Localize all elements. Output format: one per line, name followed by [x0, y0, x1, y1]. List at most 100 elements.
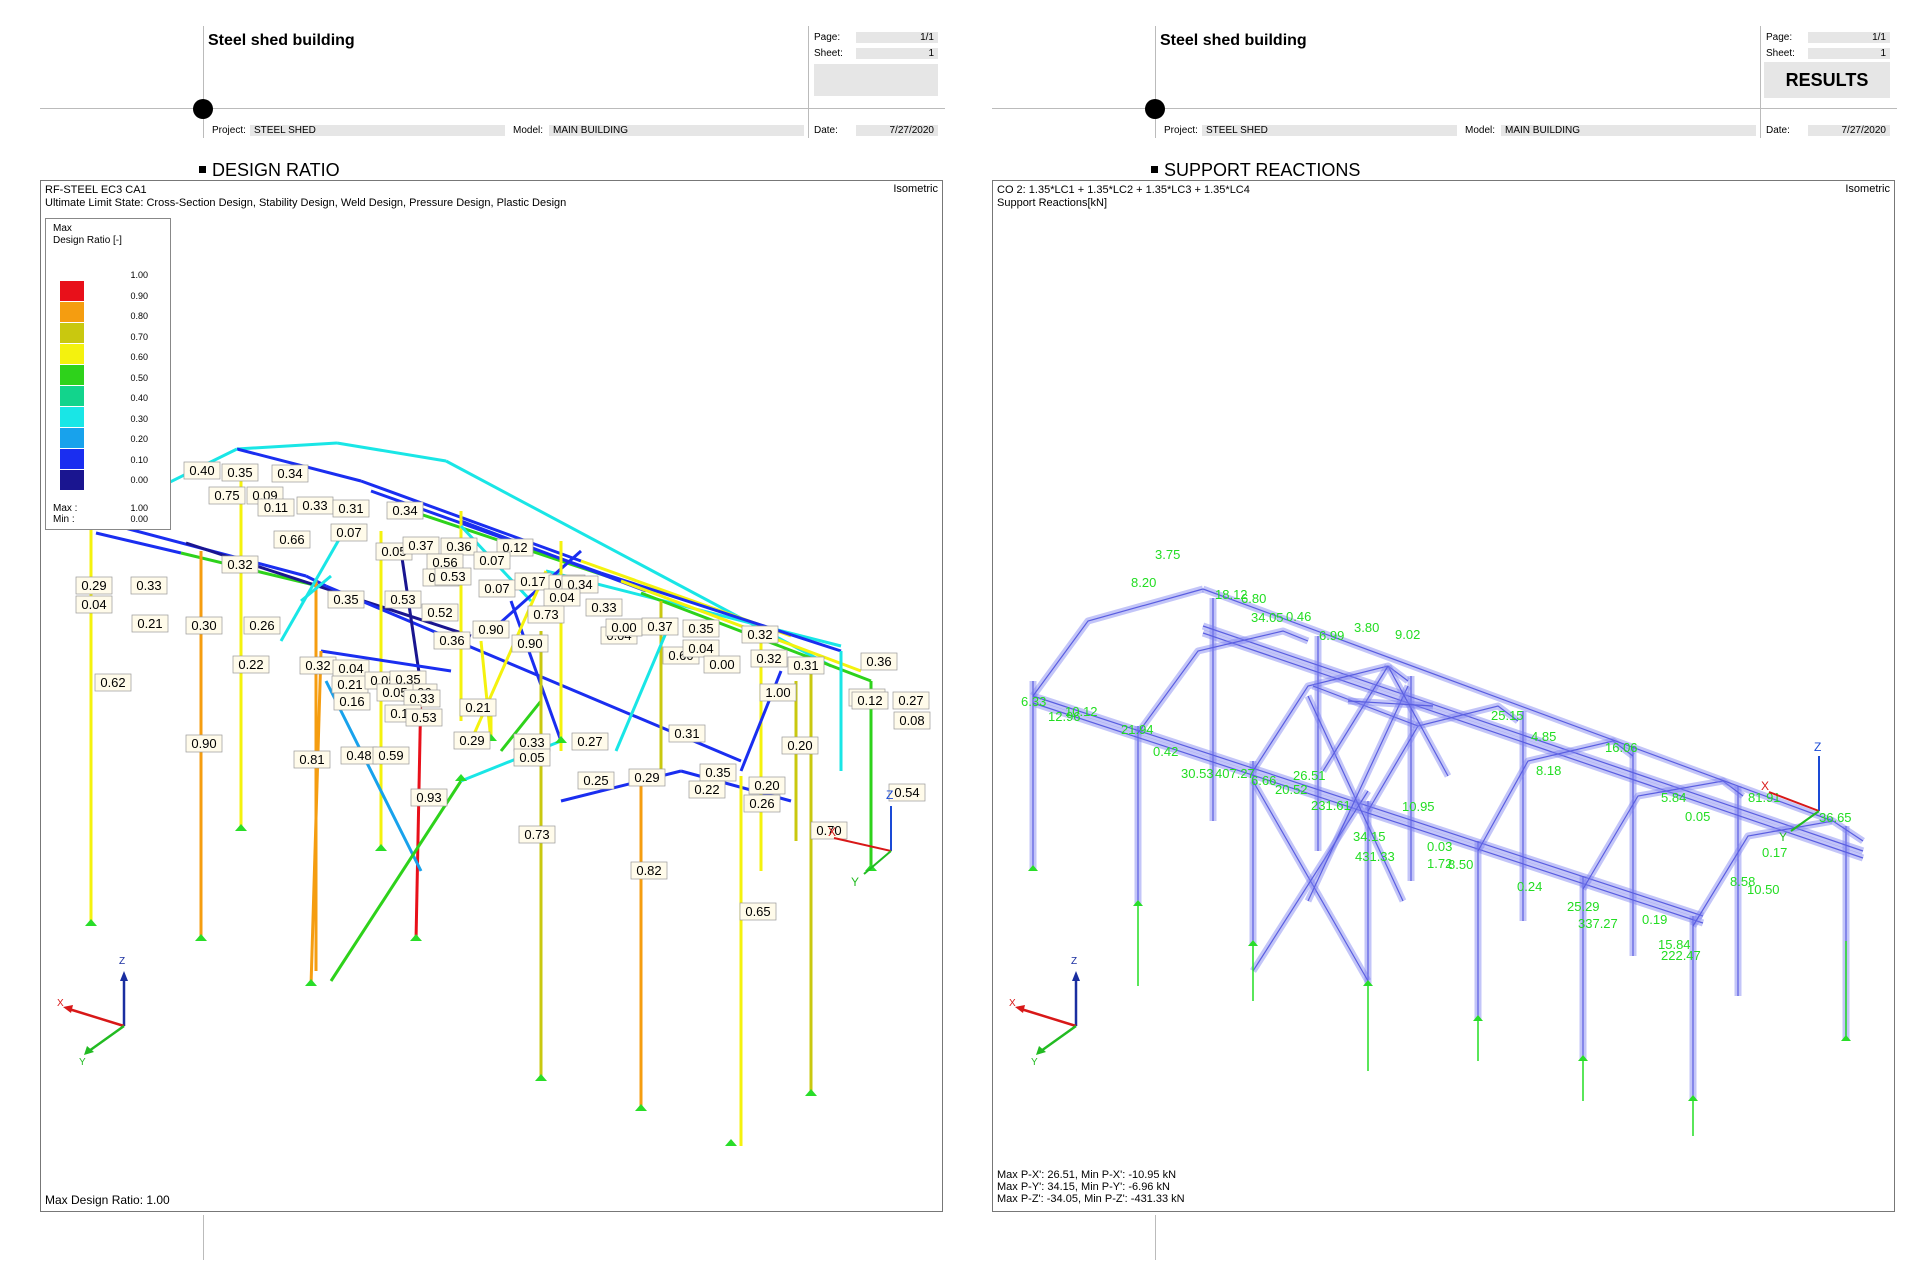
max-pz-summary: Max P-Z': -34.05, Min P-Z': -431.33 kN	[997, 1193, 1185, 1205]
ratio-label-box	[741, 625, 779, 644]
ratio-label-box	[682, 639, 720, 658]
legend-subtitle: Design Ratio [-]	[53, 235, 122, 246]
ratio-label: 0.29	[81, 578, 106, 593]
ratio-label-box	[221, 463, 259, 482]
ratio-label: 0.32	[305, 658, 330, 673]
reaction-value: 3.80	[1354, 620, 1379, 635]
project-label: Project:	[212, 125, 246, 136]
hinged-support	[305, 979, 317, 986]
ratio-label: 0.33	[591, 600, 616, 615]
sheet-label: Sheet:	[1766, 48, 1795, 59]
steel-member	[279, 535, 343, 642]
legend-tick: 0.40	[130, 393, 148, 403]
ratio-label: 0.34	[567, 577, 592, 592]
ratio-label: 0.70	[816, 823, 841, 838]
steel-member-edge	[1477, 740, 1634, 852]
footer-divider	[203, 1215, 204, 1260]
results-badge: RESULTS	[1764, 62, 1890, 98]
design-ratio-page: Steel shed building Page: 1/1 Sheet: 1 P…	[0, 0, 960, 1280]
legend-swatch	[60, 449, 84, 469]
ratio-label-box	[273, 530, 311, 549]
steel-member	[1474, 737, 1636, 853]
model-members	[1029, 585, 1865, 1101]
legend-swatch	[60, 470, 84, 490]
ratio-label: 0.32	[747, 627, 772, 642]
hinged-support	[805, 1089, 817, 1096]
ratio-label: 0.40	[189, 463, 214, 478]
reaction-value: 6.66	[1251, 773, 1276, 788]
support-arrows	[1028, 865, 1851, 1136]
ratio-label: 0.00	[709, 657, 734, 672]
axis-y-label: Y	[1779, 830, 1787, 844]
ratio-label-box	[257, 498, 295, 517]
ratio-label: 0.27	[577, 734, 602, 749]
ratio-label-box	[781, 736, 819, 755]
steel-member-edge	[1202, 588, 1834, 822]
ratio-label: 0.35	[333, 592, 358, 607]
ratio-label-box	[130, 576, 168, 595]
steel-member	[460, 519, 647, 593]
ratio-label: 0.90	[191, 736, 216, 751]
legend-swatch	[60, 365, 84, 385]
ratio-label: 0.29	[459, 733, 484, 748]
steel-member	[1135, 627, 1310, 736]
ratio-label-box	[402, 536, 440, 555]
legend-swatch	[60, 386, 84, 406]
ratio-label: 0.00	[611, 620, 636, 635]
axis-x-label: X	[57, 998, 64, 1009]
ratio-label-box	[131, 614, 169, 633]
ratio-label-box	[892, 691, 930, 710]
ratio-label: 0.90	[478, 622, 503, 637]
ratio-label: 0.22	[694, 782, 719, 797]
steel-member-edge	[1032, 695, 1704, 917]
model-axis-triad: Z X Y	[828, 788, 893, 889]
ratio-label: 0.37	[408, 538, 433, 553]
ratio-label: 0.04	[81, 597, 106, 612]
ratio-label-box	[472, 620, 510, 639]
section-title: DESIGN RATIO	[199, 160, 340, 181]
hinged-support	[555, 736, 567, 743]
axis-x-label: X	[1009, 998, 1016, 1009]
model-value: MAIN BUILDING	[1501, 125, 1756, 136]
reaction-value: 0.03	[1427, 839, 1452, 854]
ratio-label-box	[94, 673, 132, 692]
legend-tick: 0.50	[130, 372, 148, 383]
ratio-label: 0.31	[338, 501, 363, 516]
ratio-label-box	[293, 750, 331, 769]
date-value: 7/27/2020	[856, 125, 938, 136]
ratio-label-box	[384, 590, 422, 609]
support-node	[1133, 900, 1143, 906]
reaction-value: 25.15	[1491, 708, 1524, 723]
steel-member-edge	[1582, 780, 1744, 890]
ratio-label: 0.65	[745, 904, 770, 919]
ratio-label-box	[810, 821, 848, 840]
steel-member	[414, 685, 423, 942]
reaction-value: 25.29	[1567, 899, 1600, 914]
ratio-label: 0.20	[754, 778, 779, 793]
steel-member	[479, 640, 493, 742]
ratio-label: 0.81	[299, 752, 324, 767]
reaction-value: 0.46	[1286, 609, 1311, 624]
ratio-label-box	[571, 732, 609, 751]
reaction-value: 8.58	[1730, 874, 1755, 889]
axis-z-label: Z	[1814, 740, 1821, 754]
ratio-label-box	[511, 634, 549, 653]
ratio-label: 0.73	[524, 827, 549, 842]
ratio-label-box	[688, 780, 726, 799]
reaction-value: 5.84	[1661, 790, 1686, 805]
ratio-label: 0.26	[749, 796, 774, 811]
ratio-label-box	[372, 746, 410, 765]
ratio-label-box	[739, 902, 777, 921]
reaction-value: 20.52	[1275, 782, 1308, 797]
support-node	[1028, 865, 1038, 871]
max-py-summary: Max P-Y': 34.15, Min P-Y': -6.96 kN	[997, 1181, 1170, 1193]
ratio-label-box	[682, 619, 720, 638]
steel-member	[95, 531, 182, 555]
steel-member	[300, 574, 332, 603]
ratio-label-box	[185, 734, 223, 753]
page-label: Page:	[1766, 32, 1793, 43]
steel-member	[320, 649, 452, 673]
legend-tick: 0.70	[130, 331, 148, 342]
ratio-label: 0.30	[191, 618, 216, 633]
